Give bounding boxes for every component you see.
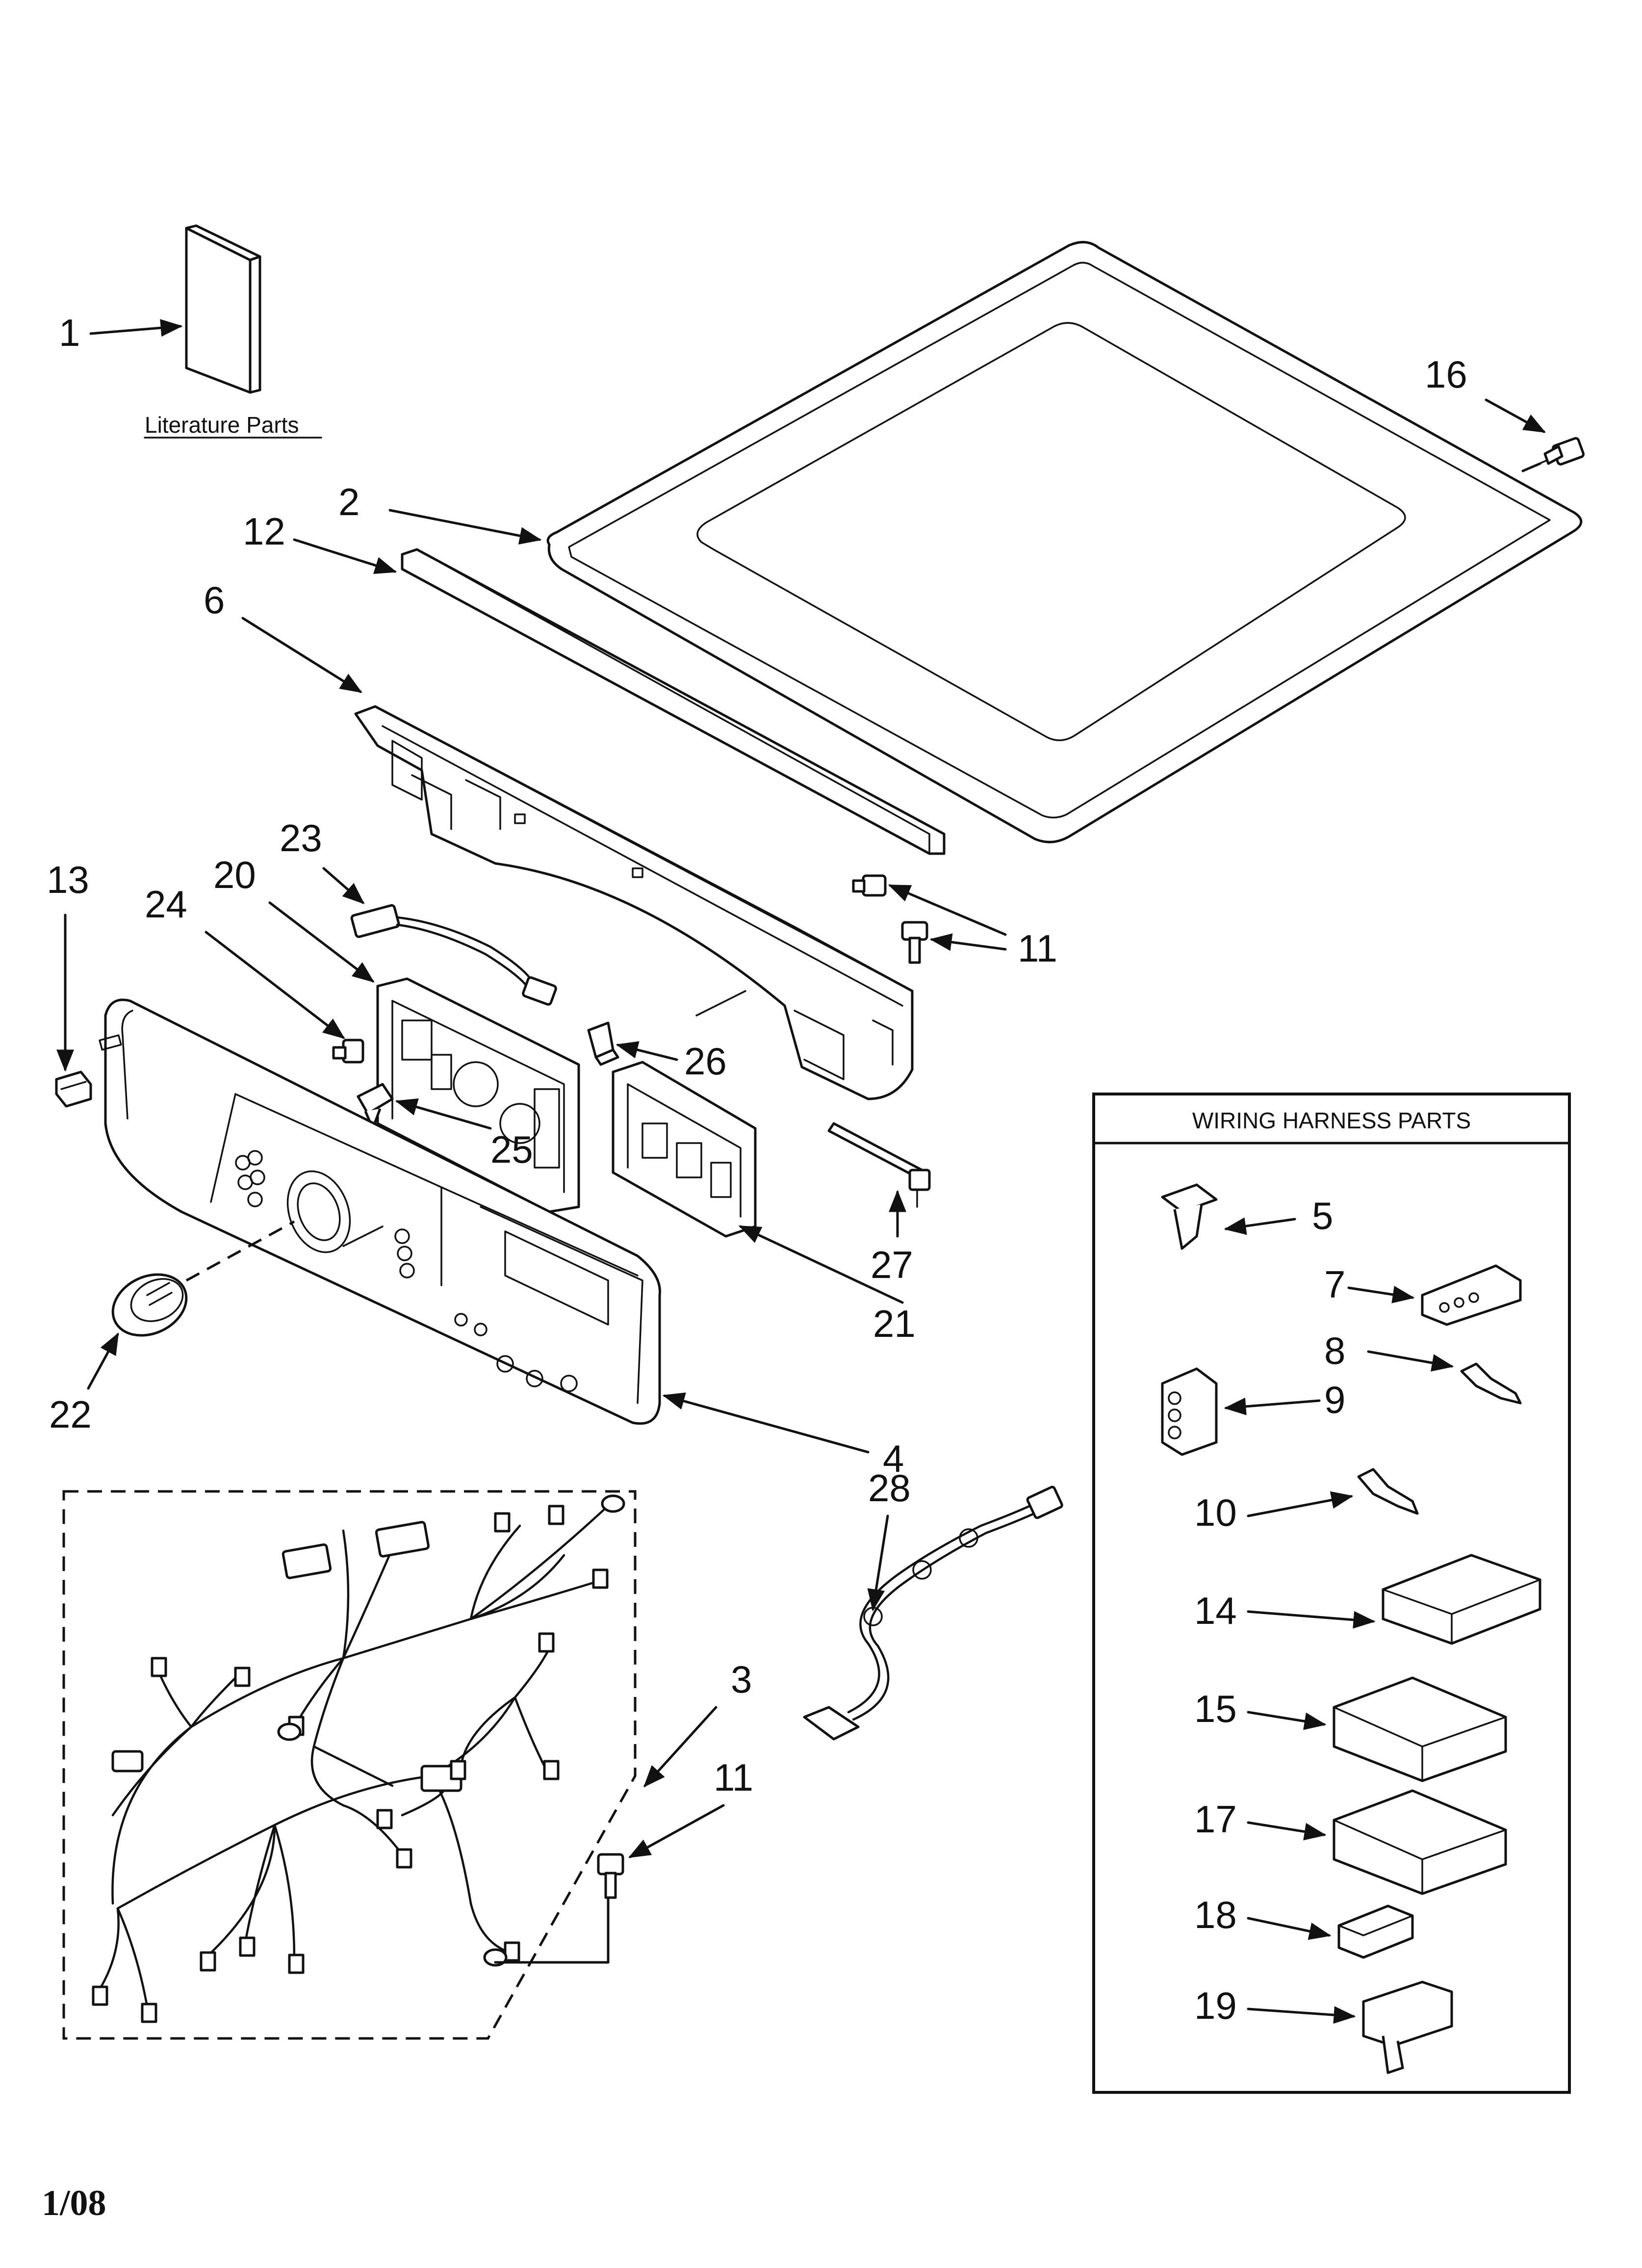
cycle-knob[interactable] [103,1263,196,1347]
board-screw[interactable] [332,1039,364,1064]
three-way-connector[interactable] [1421,1264,1522,1326]
main-harness-boundary [62,1490,637,2040]
cable-tie[interactable] [827,1122,931,1208]
top-panel-screw[interactable] [1527,437,1585,469]
wire-clip[interactable] [1161,1183,1218,1250]
callout-2: 2 [338,480,359,523]
main-wiring-harness[interactable] [92,1494,625,2023]
control-console[interactable] [99,998,661,1425]
multi-pin-housing-b[interactable] [1333,1789,1507,1895]
callout-6: 6 [204,578,225,622]
callout-9: 9 [1324,1378,1345,1421]
callout-28: 28 [868,1466,911,1510]
jumper-harness[interactable] [350,904,557,1006]
literature-parts-label: Literature Parts [145,412,299,438]
callout-16: 16 [1425,353,1467,396]
wiring-harness-parts-title: WIRING HARNESS PARTS [1192,1108,1471,1133]
callout-25: 25 [490,1128,533,1171]
callout-17: 17 [1194,1798,1237,1841]
callout-12: 12 [243,510,285,553]
callout-3: 3 [731,1658,752,1701]
bracket-screw-a[interactable] [852,874,887,897]
callout-27: 27 [871,1243,913,1286]
callout-23: 23 [280,816,322,860]
console-bracket[interactable] [354,705,914,1100]
wire-terminal-a[interactable] [1460,1362,1522,1405]
callout-19: 19 [1194,1984,1237,2027]
callout-7: 7 [1324,1263,1345,1306]
revision-date: 1/08 [42,2183,106,2223]
callout-24: 24 [145,883,187,926]
four-way-connector[interactable] [1161,1367,1218,1456]
callout-5: 5 [1312,1194,1333,1237]
door-switch-harness[interactable] [803,1486,1063,1741]
callout-21: 21 [873,1302,916,1345]
wire-terminal-b[interactable] [1357,1468,1419,1515]
connector-shell[interactable] [1362,1981,1453,2074]
small-connector-housing[interactable] [1337,1904,1414,1959]
callout-8: 8 [1324,1329,1345,1372]
callout-11-lower: 11 [714,1756,753,1799]
literature-parts-booklet[interactable] [185,224,261,394]
board-clip[interactable] [587,1021,619,1066]
terminal-block-housing[interactable] [1382,1554,1541,1645]
ground-screw[interactable] [597,1853,624,1899]
console-strip[interactable] [401,548,946,855]
callout-26: 26 [684,1040,727,1083]
user-interface-board[interactable] [376,977,580,1213]
callout-1: 1 [59,311,80,354]
bracket-screw-b[interactable] [901,921,928,964]
callout-18: 18 [1194,1893,1237,1936]
top-panel[interactable] [546,241,1583,843]
callout-20: 20 [213,853,256,896]
electronic-control-housing[interactable] [612,1061,757,1238]
callout-15: 15 [1194,1687,1237,1730]
callout-4: 4 [883,1437,904,1480]
console-badge[interactable] [55,1070,92,1108]
multi-pin-housing-a[interactable] [1333,1676,1507,1782]
callout-10: 10 [1194,1491,1237,1534]
callout-22: 22 [49,1393,92,1436]
wiring-harness-parts-box: WIRING HARNESS PARTS [1092,1093,1571,2094]
callout-11-upper: 11 [1018,927,1057,970]
callout-14: 14 [1194,1589,1237,1632]
callout-13: 13 [47,858,89,901]
